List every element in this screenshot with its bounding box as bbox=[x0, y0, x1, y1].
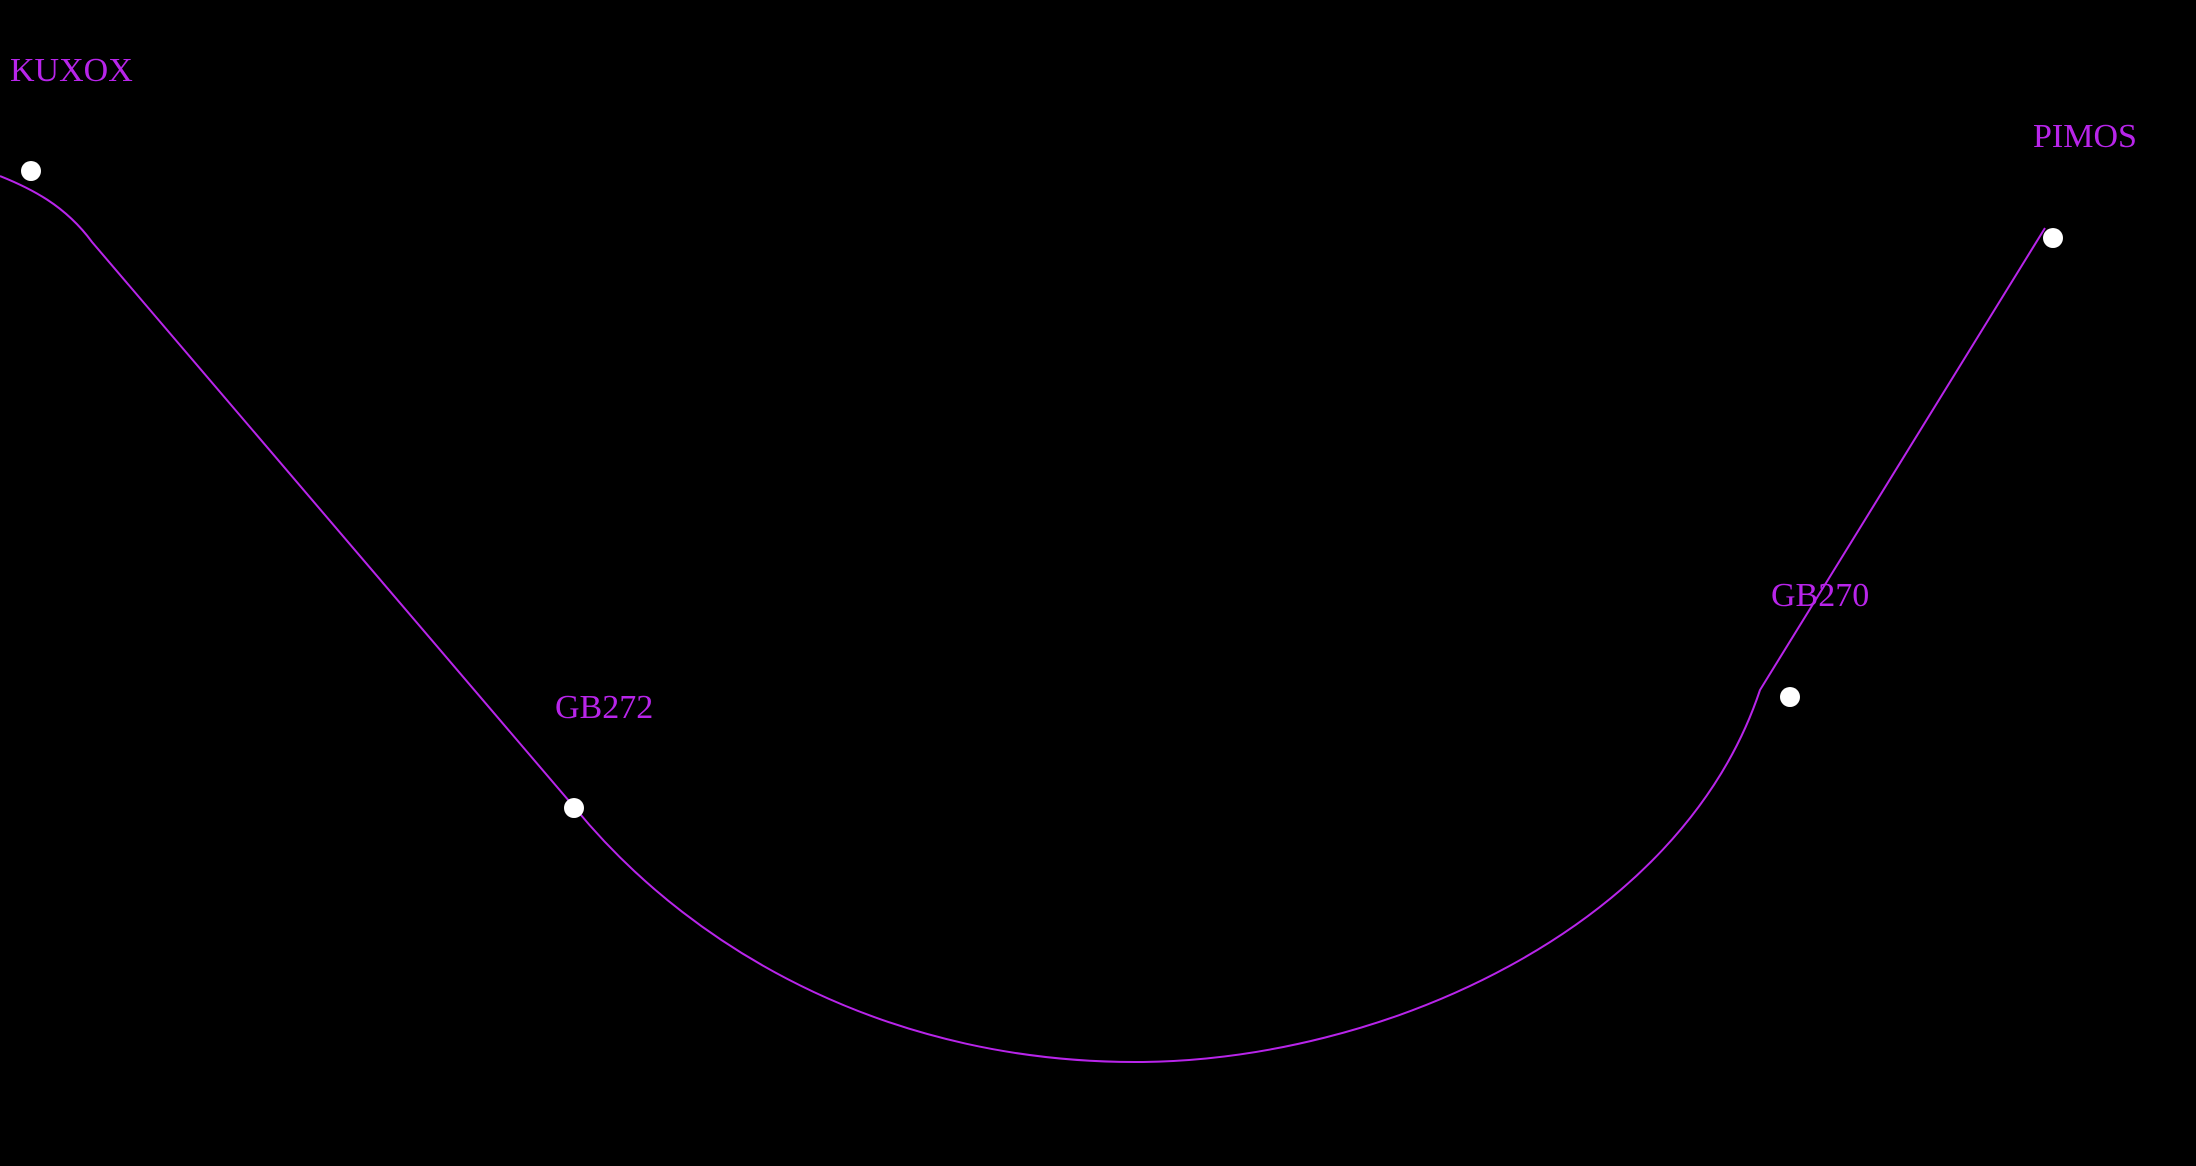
waypoint-gb270-marker[interactable] bbox=[1780, 687, 1800, 707]
waypoint-pimos-marker[interactable] bbox=[2043, 228, 2063, 248]
waypoint-pimos-label: PIMOS bbox=[2033, 118, 2137, 155]
waypoint-gb270-label: GB270 bbox=[1771, 577, 1869, 614]
waypoint-gb272-marker[interactable] bbox=[564, 798, 584, 818]
waypoint-kuxox-marker[interactable] bbox=[21, 161, 41, 181]
waypoint-gb272-label: GB272 bbox=[555, 689, 653, 726]
route-line bbox=[0, 175, 2046, 1064]
waypoint-kuxox-label: KUXOX bbox=[10, 52, 133, 89]
